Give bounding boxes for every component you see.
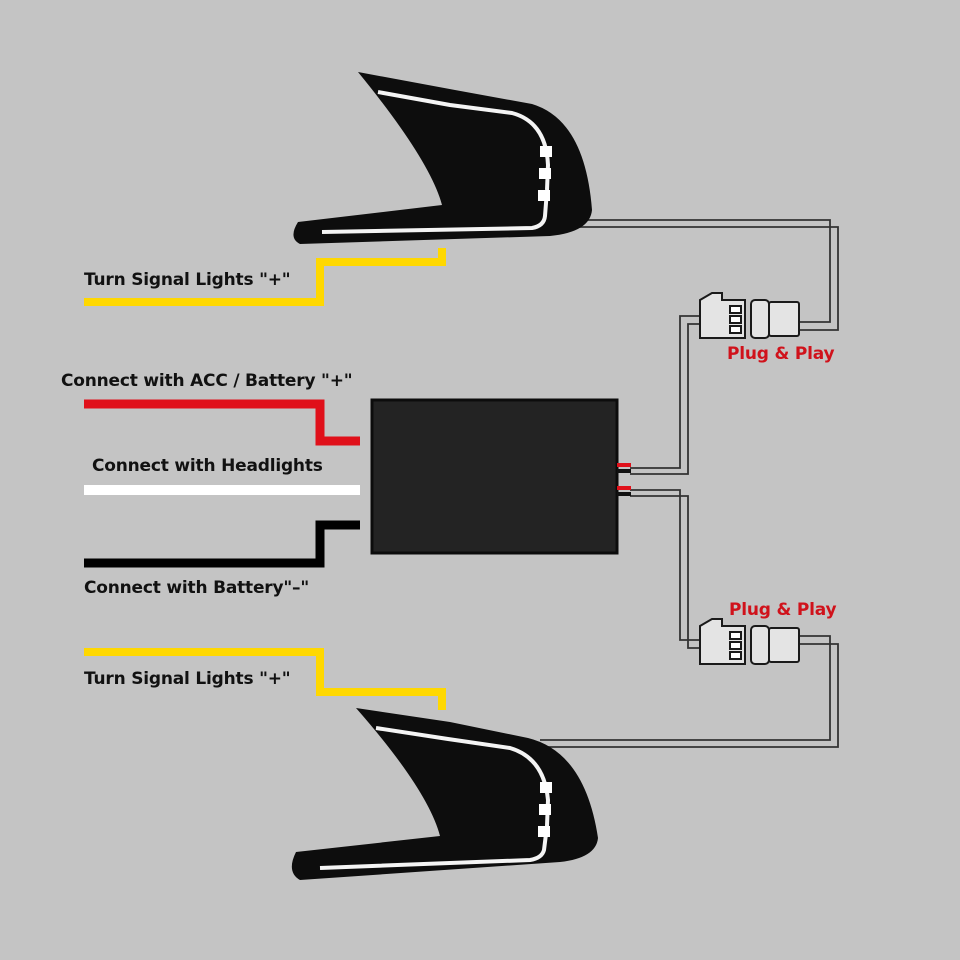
plug-play-top-label: Plug & Play	[727, 344, 835, 364]
output-wires	[540, 219, 839, 748]
plug-connector-bottom-icon	[699, 618, 800, 665]
headlights-label: Connect with Headlights	[92, 456, 323, 476]
turn-signal-top-label: Turn Signal Lights "+"	[84, 270, 291, 290]
yellow-wire-bottom	[84, 648, 446, 710]
acc-battery-label: Connect with ACC / Battery "+"	[61, 371, 353, 391]
red-wire	[84, 399, 360, 446]
plug-play-bottom-label: Plug & Play	[729, 600, 837, 620]
plug-connector-top-icon	[699, 292, 800, 339]
turn-signal-bottom-label: Turn Signal Lights "+"	[84, 669, 291, 689]
yellow-wire-top	[84, 248, 446, 306]
drl-lamp-top-icon	[293, 72, 592, 244]
black-wire	[84, 520, 360, 568]
control-module-icon	[370, 398, 631, 555]
drl-lamp-bottom-icon	[291, 708, 598, 880]
battery-negative-label: Connect with Battery"–"	[84, 578, 309, 598]
